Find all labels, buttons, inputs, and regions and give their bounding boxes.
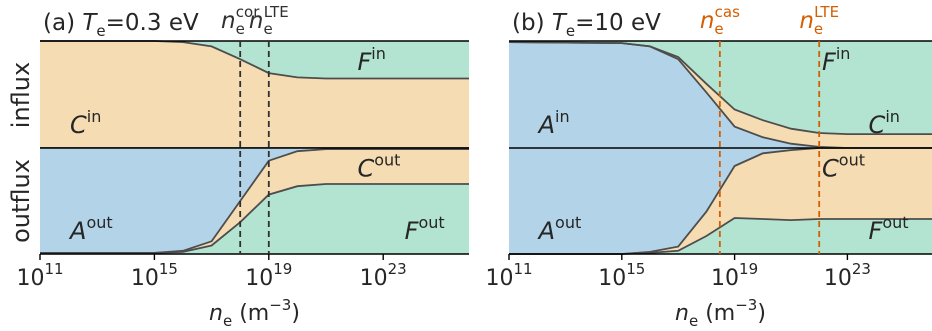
vline-label-cor: necor <box>221 3 260 38</box>
influx-area-C <box>40 41 469 148</box>
region-label-influx-A: Ain <box>537 107 570 139</box>
outflux-area-A <box>509 148 932 254</box>
influx-area-F <box>509 41 932 135</box>
vline-label-LTE: neLTE <box>249 3 289 38</box>
panel-title: (a) Te=0.3 eV <box>43 10 199 40</box>
outflux-area-C <box>40 149 469 253</box>
influx-area-C <box>509 42 932 148</box>
influx-area-F <box>40 41 469 79</box>
x-tick-label: 1011 <box>16 260 63 291</box>
region-label-outflux-F: Fout <box>869 213 909 245</box>
region-label-outflux-C: Cout <box>357 151 400 183</box>
x-tick-label: 1015 <box>131 260 178 291</box>
x-tick-label: 1019 <box>711 260 758 291</box>
panel-title: (b) Te=10 eV <box>512 10 661 40</box>
row-labels: influx outflux <box>7 62 35 243</box>
region-label-influx-F: Fin <box>357 44 385 76</box>
influx-area-A <box>509 42 932 148</box>
region-label-outflux-C: Cout <box>822 151 865 183</box>
vline-label-LTE: neLTE <box>799 3 839 38</box>
row-label-outflux: outflux <box>7 159 35 243</box>
x-axis-label: ne (m−3) <box>675 296 766 330</box>
row-label-influx: influx <box>7 62 35 128</box>
region-label-outflux-F: Fout <box>405 213 445 245</box>
x-tick-label: 1023 <box>360 260 407 291</box>
region-label-influx-C: Cin <box>70 107 101 139</box>
vline-label-cas: necas <box>700 3 740 38</box>
influx-boundary-line <box>508 41 932 135</box>
x-tick-label: 1023 <box>824 260 871 291</box>
x-tick-label: 1011 <box>485 260 532 291</box>
x-axis-label: ne (m−3) <box>209 296 300 330</box>
outflux-area-F <box>40 184 469 254</box>
outflux-area-A <box>40 148 469 253</box>
region-label-outflux-A: Aout <box>68 213 113 245</box>
region-label-influx-F: Fin <box>822 44 850 76</box>
region-label-influx-C: Cin <box>869 107 900 139</box>
x-tick-label: 1019 <box>245 260 292 291</box>
x-tick-label: 1015 <box>598 260 645 291</box>
region-label-outflux-A: Aout <box>537 213 582 245</box>
